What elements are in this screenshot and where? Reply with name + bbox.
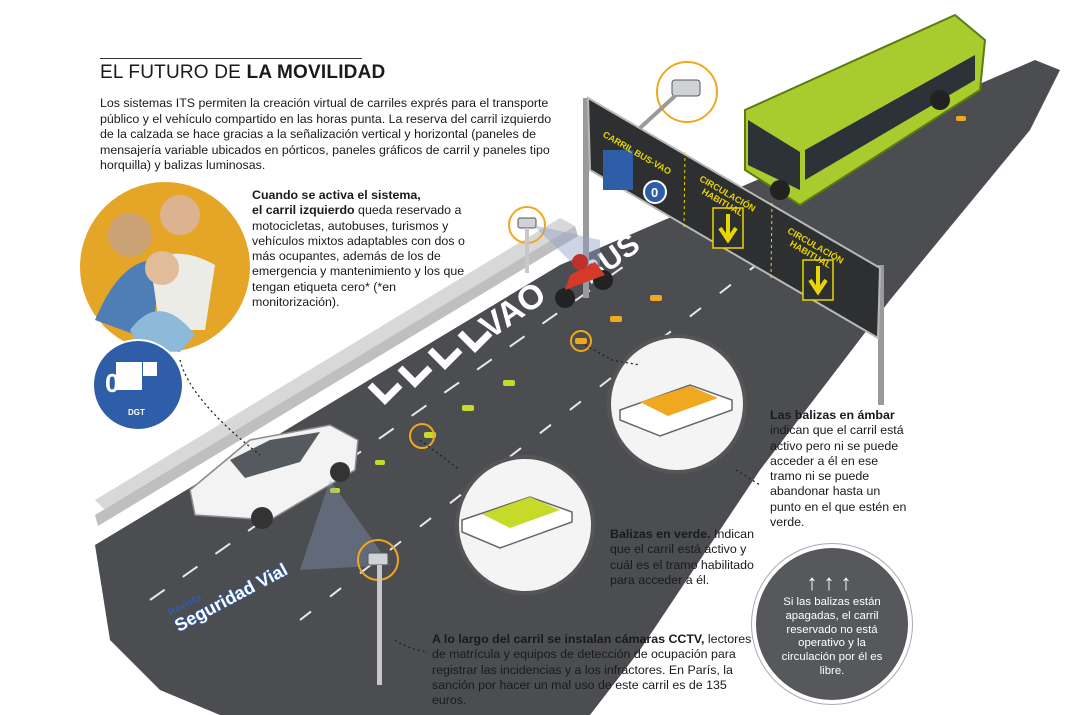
- hatched-zone: [367, 330, 493, 405]
- beacons-off-note: ↑↑↑ Si las balizas están apagadas, el ca…: [756, 548, 908, 700]
- gantry-structure: 0: [583, 96, 884, 405]
- title-bold: LA MOVILIDAD: [246, 62, 386, 83]
- bus-vehicle: [744, 13, 987, 207]
- bus-moto-pictogram: [603, 150, 633, 190]
- passengers-portrait: [80, 182, 250, 352]
- median-barrier: [95, 218, 575, 515]
- intro-paragraph: Los sistemas ITS permiten la creación vi…: [100, 96, 552, 173]
- annotation-ambar: Las balizas en ámbar indican que el carr…: [770, 408, 907, 530]
- title-normal: EL FUTURO DE: [100, 62, 247, 83]
- beacon-amber-zoom: [607, 334, 747, 474]
- annotation-sistema: Cuando se activa el sistema,el carril iz…: [252, 188, 465, 310]
- zero-emission-icon: [643, 180, 667, 204]
- page-title: EL FUTURO DE LA MOVILIDAD: [100, 62, 385, 84]
- svg-text:0: 0: [651, 185, 658, 200]
- car-vehicle: [189, 424, 390, 570]
- beacon-green-zoom: [455, 455, 595, 595]
- motorcycle-vehicle: [555, 254, 613, 308]
- annotation-cctv: A lo largo del carril se instalan cámara…: [432, 632, 752, 708]
- annotation-verde: Balizas en verde. Indican que el carril …: [610, 527, 754, 587]
- up-arrows-icon: ↑↑↑: [806, 570, 858, 595]
- beacons-off-text: Si las balizas están apagadas, el carril…: [781, 596, 883, 677]
- zero-emission-sticker: 0 DGT: [92, 339, 184, 431]
- title-rule: [100, 58, 362, 59]
- svg-text:0: 0: [105, 368, 119, 398]
- overhead-camera-ring: [656, 61, 718, 123]
- svg-text:DGT: DGT: [128, 408, 145, 417]
- road-surface: [95, 60, 1060, 715]
